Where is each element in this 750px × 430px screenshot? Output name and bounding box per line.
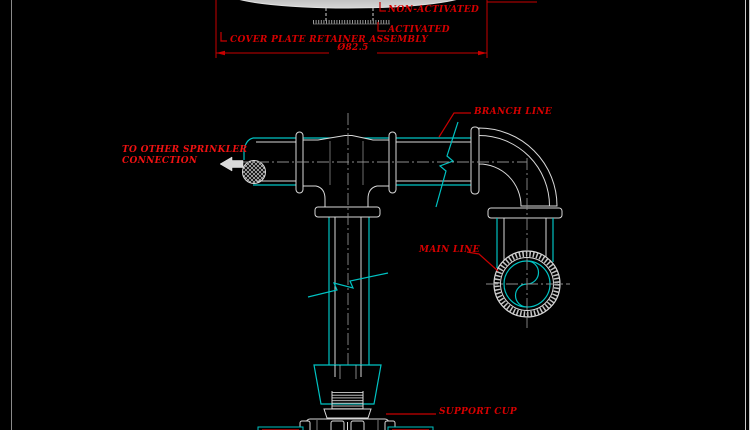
flow-direction-arrow (219, 156, 244, 172)
pipe-break-symbol-drop (307, 272, 389, 298)
leader-branch-line (438, 112, 471, 138)
sprinkler-body (299, 408, 396, 430)
tee-fitting (302, 135, 390, 218)
centerlines (237, 113, 570, 378)
support-cup-outline (313, 364, 382, 405)
label-main-line: MAIN LINE (419, 245, 480, 255)
label-activated: ACTIVATED (388, 25, 450, 35)
label-to-other-sprinkler-line1: TO OTHER SPRINKLER (122, 145, 248, 155)
drop-pipe (328, 216, 370, 376)
cover-plate-profile (239, 0, 457, 9)
leader-non-activated (379, 2, 386, 12)
label-branch-line: BRANCH LINE (474, 107, 553, 117)
cover-plate-activated-position (313, 20, 390, 25)
leader-activated (377, 22, 386, 32)
label-support-cup: SUPPORT CUP (439, 407, 517, 417)
leader-main-line (466, 251, 499, 272)
cover-plate-dashed-drop-lines (325, 8, 374, 21)
label-non-activated: NON-ACTIVATED (388, 5, 480, 15)
grooved-coupling-right (388, 131, 397, 194)
label-cover-plate-retainer: COVER PLATE RETAINER ASSEMBLY (230, 35, 429, 45)
pipe-break-symbol-branch (435, 121, 459, 208)
label-to-other-sprinkler-line2: CONNECTION (122, 156, 198, 166)
pipe-end-hatch (242, 160, 266, 184)
dimension-text: Ø82.5 (337, 43, 369, 53)
dimension-lines (215, 0, 537, 58)
threaded-nipple (331, 391, 364, 410)
elbow-fitting (470, 126, 563, 219)
grooved-coupling-left (295, 131, 304, 194)
scrollbar-right (745, 0, 750, 430)
leader-cover-plate-retainer (220, 32, 227, 42)
